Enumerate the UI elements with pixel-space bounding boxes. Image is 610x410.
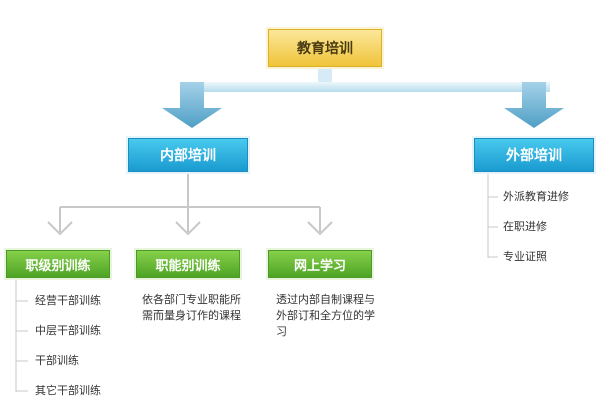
external-item: 在职进修 [503,220,547,233]
rank-item: 其它干部训练 [35,384,101,397]
arrow-to-external [504,82,564,128]
rank-training-node: 职级别训练 [6,250,110,278]
top-connector-bar [180,82,550,92]
external-training-node: 外部培训 [474,138,594,172]
external-training-label: 外部培训 [506,148,562,164]
function-training-label: 职能别训练 [155,258,221,274]
root-stem [318,67,332,82]
external-item-lines [487,174,498,258]
internal-training-label: 内部培训 [160,148,216,164]
external-item: 外派教育进修 [503,190,569,203]
rank-item-lines [15,280,28,392]
root-node-label: 教育培训 [297,41,353,57]
function-training-node: 职能别训练 [136,250,240,278]
internal-branch-lines [47,172,333,236]
rank-item: 干部训练 [35,354,79,367]
online-learning-node: 网上学习 [268,250,372,278]
rank-item: 经营干部训练 [35,294,101,307]
online-learning-description: 透过内部自制课程与外部订和全方位的学习 [276,293,375,338]
online-learning-label: 网上学习 [293,258,346,274]
root-node: 教育培训 [268,29,382,67]
external-item: 专业证照 [503,250,547,263]
rank-item: 中层干部训练 [35,324,101,337]
internal-training-node: 内部培训 [128,138,248,172]
rank-training-label: 职级别训练 [25,258,91,274]
function-training-description: 依各部门专业职能所需而量身订作的课程 [142,293,241,322]
arrow-to-internal [162,82,222,128]
